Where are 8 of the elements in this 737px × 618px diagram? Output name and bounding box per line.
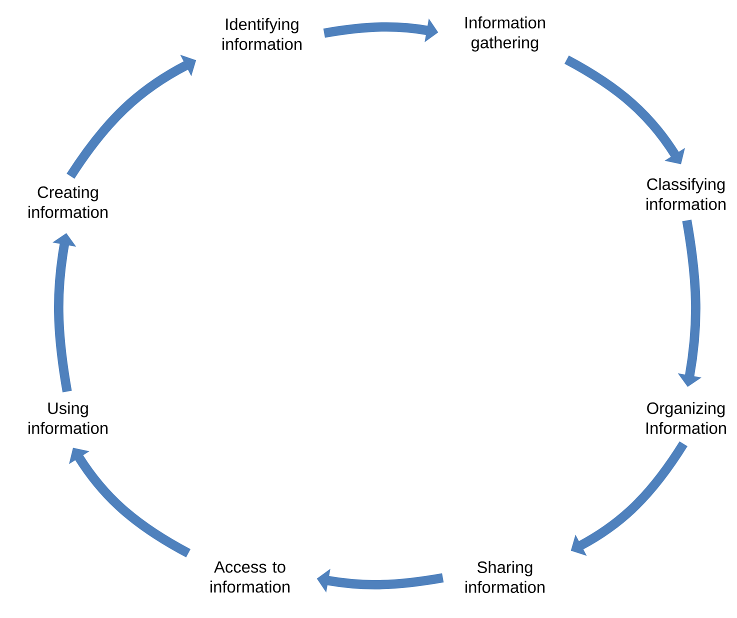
step-label: Using information [28,402,108,434]
step-label: Access to information [210,561,290,593]
step-label: Classifying information [646,178,726,210]
step-label: Information gathering [465,16,545,52]
step-label: Organizing Information [646,402,726,434]
step-label: Identifying information [222,18,302,50]
step-label: Sharing information [466,561,544,593]
step-label: Creating information [28,186,108,218]
